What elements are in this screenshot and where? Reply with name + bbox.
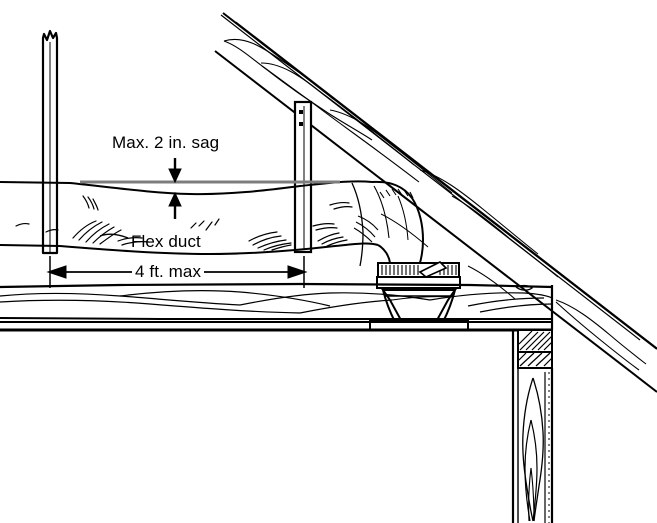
sag-dimension-arrows <box>168 158 182 219</box>
flex-duct-leader <box>99 233 129 239</box>
max-sag-label: Max. 2 in. sag <box>112 133 220 152</box>
flex-duct-label: Flex duct <box>131 232 201 251</box>
wall-stud <box>511 330 554 523</box>
ceiling-joist <box>0 282 553 320</box>
right-hanger-strap <box>293 100 313 254</box>
wall-blocking <box>517 329 553 369</box>
roof-rafter <box>214 12 657 393</box>
strap-nails <box>299 110 303 126</box>
flex-duct <box>0 180 425 277</box>
wall-assembly <box>511 285 554 523</box>
left-hanger-strap <box>41 29 59 255</box>
duct-clamp-band <box>377 261 460 278</box>
ceiling-drywall <box>0 321 552 332</box>
span-dimension-label: 4 ft. max <box>132 262 205 282</box>
